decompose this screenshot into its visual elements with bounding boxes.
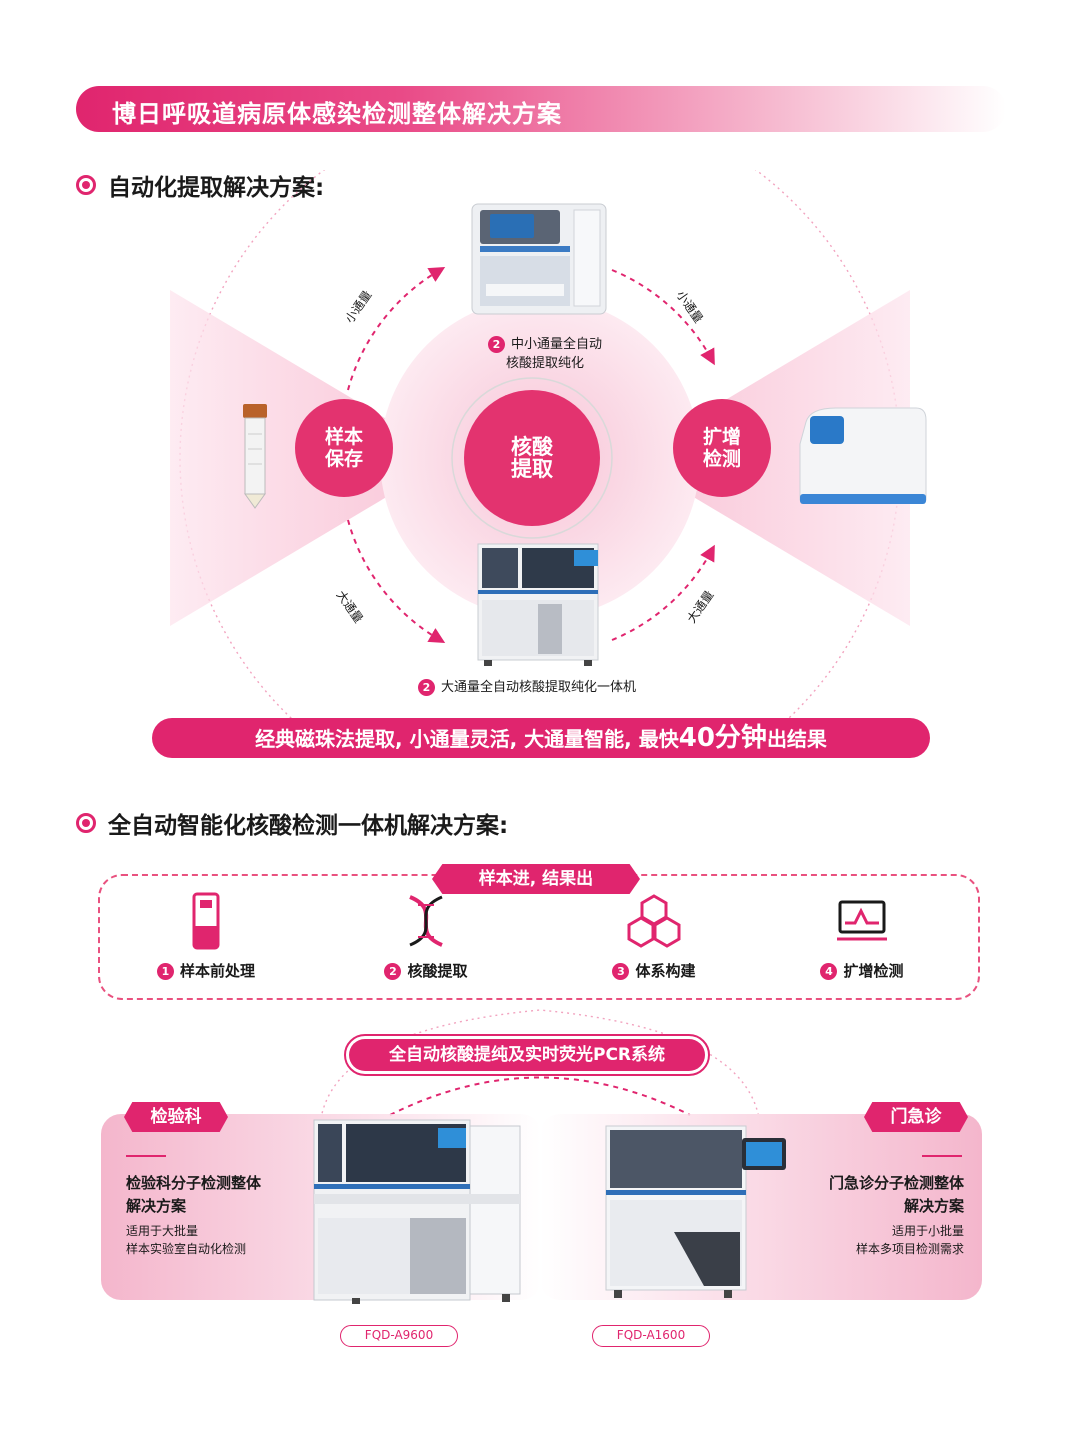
cubes-icon: [554, 892, 754, 950]
lab-title-line2: 解决方案: [126, 1197, 187, 1215]
lab-title: 检验科分子检测整体 解决方案: [126, 1172, 261, 1218]
step-system-build: 3 体系构建: [554, 892, 754, 981]
target-icon: [76, 175, 96, 195]
step-number: 2: [384, 963, 402, 980]
step-amplification: 4 扩增检测: [762, 892, 962, 981]
monitor-curve-icon: [762, 892, 962, 950]
step-number: 1: [156, 963, 174, 980]
lab-subtitle: 适用于大批量 样本实验室自动化检测: [126, 1222, 246, 1258]
target-icon: [76, 813, 96, 833]
pcr-machine-image: [799, 407, 927, 504]
emergency-divider: [922, 1155, 962, 1157]
section1-title: 自动化提取解决方案:: [76, 168, 324, 202]
emergency-subtitle: 适用于小批量 样本多项目检测需求: [856, 1222, 964, 1258]
sample-tube-image: [243, 404, 267, 509]
lab-tag: 检验科: [124, 1102, 228, 1132]
emergency-title: 门急诊分子检测整体 解决方案: [829, 1172, 964, 1218]
sample-tube-icon: [106, 892, 306, 950]
amplification-label: 扩增 检测: [702, 426, 741, 470]
step-label: 扩增检测: [843, 962, 904, 980]
section1-title-text: 自动化提取解决方案:: [108, 175, 325, 201]
emergency-sub-line1: 适用于小批量: [891, 1224, 964, 1238]
fqd-a1600-image: [605, 1125, 786, 1298]
large-extractor-label: 大通量全自动核酸提取纯化一体机: [441, 680, 637, 695]
system-label: 全自动核酸提纯及实时荧光PCR系统: [349, 1039, 705, 1071]
badge-number: 2: [487, 336, 505, 353]
emergency-sub-line2: 样本多项目检测需求: [855, 1242, 964, 1256]
small-extractor-line1: 中小通量全自动: [510, 337, 602, 352]
amplification-circle: 扩增 检测: [673, 399, 771, 497]
step-sample-prep: 1 样本前处理: [106, 892, 306, 981]
step-label: 体系构建: [635, 962, 696, 980]
slogan-banner: 经典磁珠法提取, 小通量灵活, 大通量智能, 最快40分钟出结果: [152, 718, 930, 758]
large-extractor-caption: 2 大通量全自动核酸提取纯化一体机: [418, 678, 678, 697]
section2-title: 全自动智能化核酸检测一体机解决方案:: [76, 806, 508, 840]
step-number: 3: [612, 963, 630, 980]
badge-number: 2: [418, 679, 435, 696]
small-extractor-image: [471, 203, 607, 315]
header-bar: 博日呼吸道病原体感染检测整体解决方案: [76, 86, 1006, 132]
emergency-tag: 门急诊: [864, 1102, 968, 1132]
nucleic-extraction-label: 核酸 提取: [511, 435, 553, 481]
section2-title-text: 全自动智能化核酸检测一体机解决方案:: [108, 813, 509, 839]
nucleic-extraction-circle: 核酸 提取: [464, 390, 600, 526]
page-title: 博日呼吸道病原体感染检测整体解决方案: [112, 100, 562, 128]
slogan-prefix: 经典磁珠法提取, 小通量灵活, 大通量智能, 最快: [255, 727, 679, 751]
workflow-tag: 样本进, 结果出: [432, 864, 640, 894]
lab-sub-line1: 适用于大批量: [126, 1224, 199, 1238]
sample-storage-label: 样本 保存: [324, 426, 363, 470]
sample-storage-circle: 样本 保存: [295, 399, 393, 497]
fqd-a9600-image: [313, 1119, 521, 1304]
step-label: 样本前处理: [179, 962, 255, 980]
dna-icon: [326, 892, 526, 950]
small-extractor-caption: 2 中小通量全自动 核酸提取纯化: [470, 335, 620, 373]
emergency-title-line1: 门急诊分子检测整体: [828, 1174, 964, 1192]
connector-arc: [319, 1009, 761, 1126]
small-extractor-line2: 核酸提取纯化: [505, 356, 584, 371]
lab-sub-line2: 样本实验室自动化检测: [126, 1242, 247, 1256]
emergency-title-line2: 解决方案: [903, 1197, 964, 1215]
step-extraction: 2 核酸提取: [326, 892, 526, 981]
lab-title-line1: 检验科分子检测整体: [126, 1174, 262, 1192]
model-label-a9600: FQD-A9600: [340, 1325, 458, 1347]
slogan-highlight: 40分钟: [678, 723, 767, 753]
model-label-a1600: FQD-A1600: [592, 1325, 710, 1347]
step-number: 4: [820, 963, 838, 980]
system-pill: 全自动核酸提纯及实时荧光PCR系统: [344, 1034, 710, 1076]
step-label: 核酸提取: [407, 962, 468, 980]
lab-divider: [126, 1155, 166, 1157]
large-extractor-image: [477, 543, 599, 666]
slogan-suffix: 出结果: [766, 727, 827, 751]
